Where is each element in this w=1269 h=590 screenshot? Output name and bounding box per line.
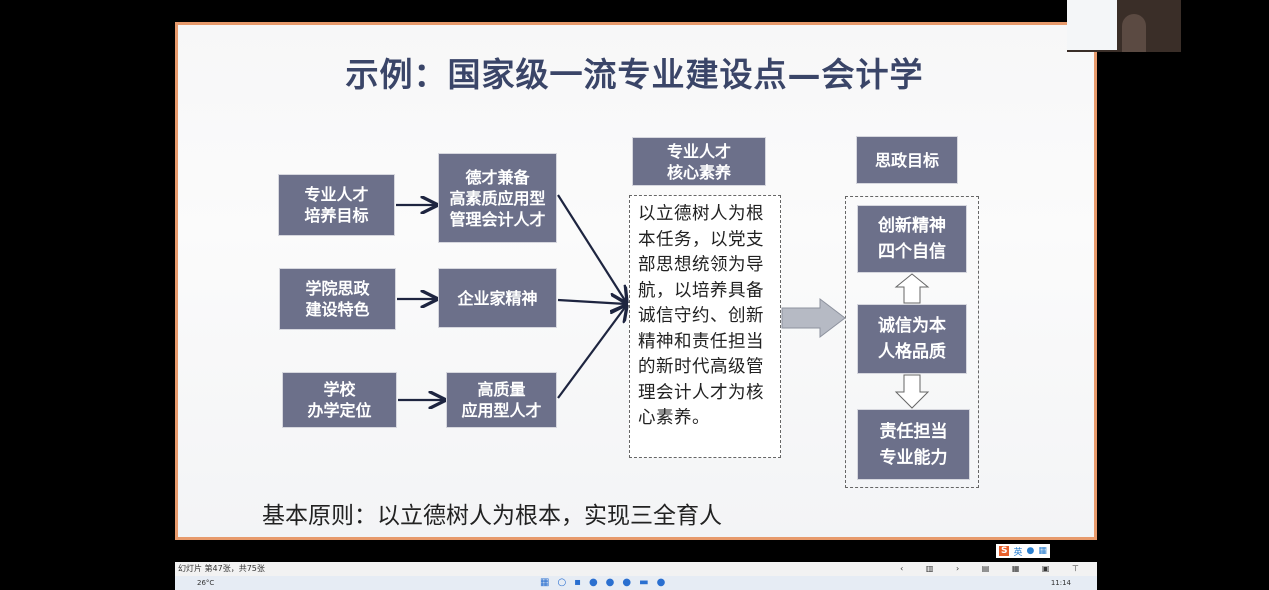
taskbar: 26°C ▦○▪●●●▬● 11:14 xyxy=(175,576,1097,590)
ime-language[interactable]: 英 xyxy=(1013,547,1023,558)
arrow-5 xyxy=(557,300,626,304)
mid-box-entrepreneur: 企业家精神 xyxy=(438,268,557,328)
view-buttons[interactable]: ‹ ▥ › ▤ ▦ ▣ ⊤ xyxy=(900,564,1089,573)
goal-responsibility: 责任担当 专业能力 xyxy=(857,409,970,480)
left-box-school-position: 学校 办学定位 xyxy=(282,372,397,428)
down-arrow-icon xyxy=(894,374,930,409)
arrow-6 xyxy=(557,306,626,399)
goal-header: 思政目标 xyxy=(856,136,958,184)
mid-box-talent: 德才兼备 高素质应用型 管理会计人才 xyxy=(438,153,557,243)
shared-screen-thumbnail xyxy=(1067,0,1117,50)
left-box-college-feature: 学院思政 建设特色 xyxy=(279,268,396,330)
left-box-talent-goal: 专业人才 培养目标 xyxy=(278,174,395,236)
goal-innovation: 创新精神 四个自信 xyxy=(857,205,967,273)
presenter-video xyxy=(1122,14,1146,52)
big-right-arrow-icon xyxy=(781,297,846,339)
goals-container xyxy=(845,196,979,488)
arrow-4 xyxy=(557,194,626,302)
slide-title: 示例：国家级一流专业建设点—会计学 xyxy=(345,55,924,94)
mic-icon[interactable]: ● xyxy=(1026,546,1035,556)
status-bar: 幻灯片 第47张，共75张 ‹ ▥ › ▤ ▦ ▣ ⊤ xyxy=(175,562,1097,576)
ime-toolbar[interactable]: S 英 ● ▦ xyxy=(996,544,1050,558)
up-arrow-icon xyxy=(894,273,930,304)
mid-box-applied-talent: 高质量 应用型人才 xyxy=(446,372,557,428)
taskbar-apps[interactable]: ▦○▪●●●▬● xyxy=(540,577,674,588)
clock[interactable]: 11:14 xyxy=(1050,579,1071,587)
keyboard-icon[interactable]: ▦ xyxy=(1038,546,1047,556)
core-text-box: 以立德树人为根本任务，以党支部思想统领为导航，以培养具备诚信守约、创新精神和责任… xyxy=(629,195,781,458)
core-header: 专业人才 核心素养 xyxy=(632,137,766,186)
webcam-thumbnail xyxy=(1067,0,1181,52)
goal-integrity: 诚信为本 人格品质 xyxy=(857,304,967,374)
sogou-logo-icon: S xyxy=(999,546,1010,556)
weather-widget[interactable]: 26°C xyxy=(197,579,215,587)
basic-principle: 基本原则：以立德树人为根本，实现三全育人 xyxy=(262,503,722,529)
slide-counter: 幻灯片 第47张，共75张 xyxy=(178,564,265,573)
